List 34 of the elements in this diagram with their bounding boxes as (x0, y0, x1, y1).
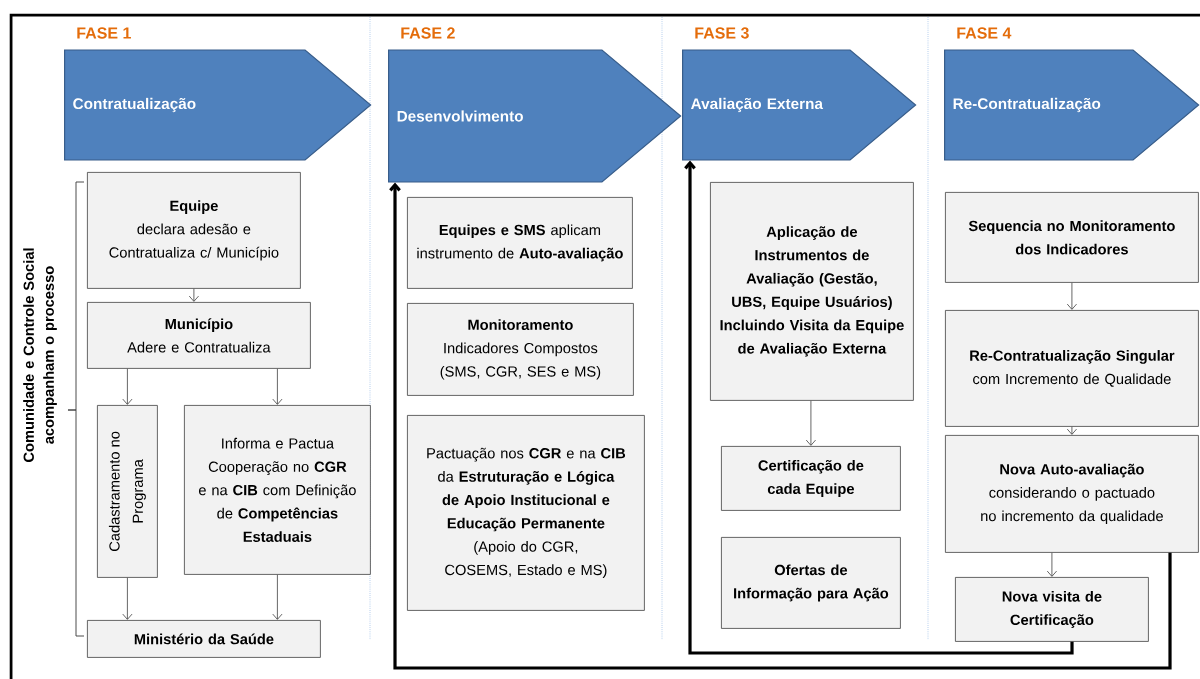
arrow (188, 288, 199, 302)
process-box: Município Adere e Contratualiza (87, 302, 311, 369)
arrow (122, 577, 133, 620)
process-box: Ministério da Saúde (87, 620, 321, 658)
process-box: Aplicação de Instrumentos de Avaliação (Gestão, UBS, Equipe Usuários) Incluindo Visita da Equipe de Avaliação Externa (710, 182, 914, 401)
arrow (122, 368, 133, 405)
phase-banner: Contratualização (64, 49, 372, 161)
process-box: Equipes e SMS aplicam instrumento de Auto-avaliação (407, 197, 633, 289)
arrow (272, 574, 283, 620)
phase-banner: Re-Contratualização (944, 49, 1200, 161)
process-box: Cadastramento no Programa (97, 405, 158, 578)
phase-banner: Avaliação Externa (682, 49, 917, 161)
process-box: Sequencia no Monitoramento dos Indicadores (945, 192, 1199, 283)
arrow (1046, 552, 1057, 577)
arrow (389, 182, 1172, 670)
phase-label: FASE 4 (957, 27, 1012, 39)
phase-label: FASE 2 (401, 27, 455, 39)
arrow (272, 368, 283, 405)
process-box: Informa e Pactua Cooperação no CGR e na CIB com Definição de Competências Estaduais (184, 405, 371, 575)
side-label: Comunidade e Controle Social acompanham o processo (23, 248, 57, 462)
phase-banner: Desenvolvimento (388, 49, 682, 183)
arrow (1066, 282, 1077, 310)
process-box: Nova Auto-avaliação considerando o pactuado no incremento da qualidade (945, 435, 1199, 553)
phase-label: FASE 1 (77, 27, 131, 39)
process-box: Re-Contratualização Singular com Incremento de Qualidade (945, 310, 1199, 427)
arrow (805, 400, 816, 446)
phase-label: FASE 3 (695, 27, 749, 39)
process-box: Ofertas de Informação para Ação (721, 537, 901, 629)
process-box: Monitoramento Indicadores Compostos (SMS, CGR, SES e MS) (407, 303, 634, 396)
process-box: Nova visita de Certificação (955, 577, 1149, 642)
process-box: Equipe declara adesão e Contratualiza c/ Município (87, 172, 301, 289)
process-box: Certificação de cada Equipe (721, 446, 901, 511)
process-box: Pactuação nos CGR e na CIB da Estruturação e Lógica de Apoio Institucional e Educação Permanente (Apoio do CGR, COSEMS, Estado e MS) (407, 415, 645, 611)
arrow (684, 160, 1074, 655)
